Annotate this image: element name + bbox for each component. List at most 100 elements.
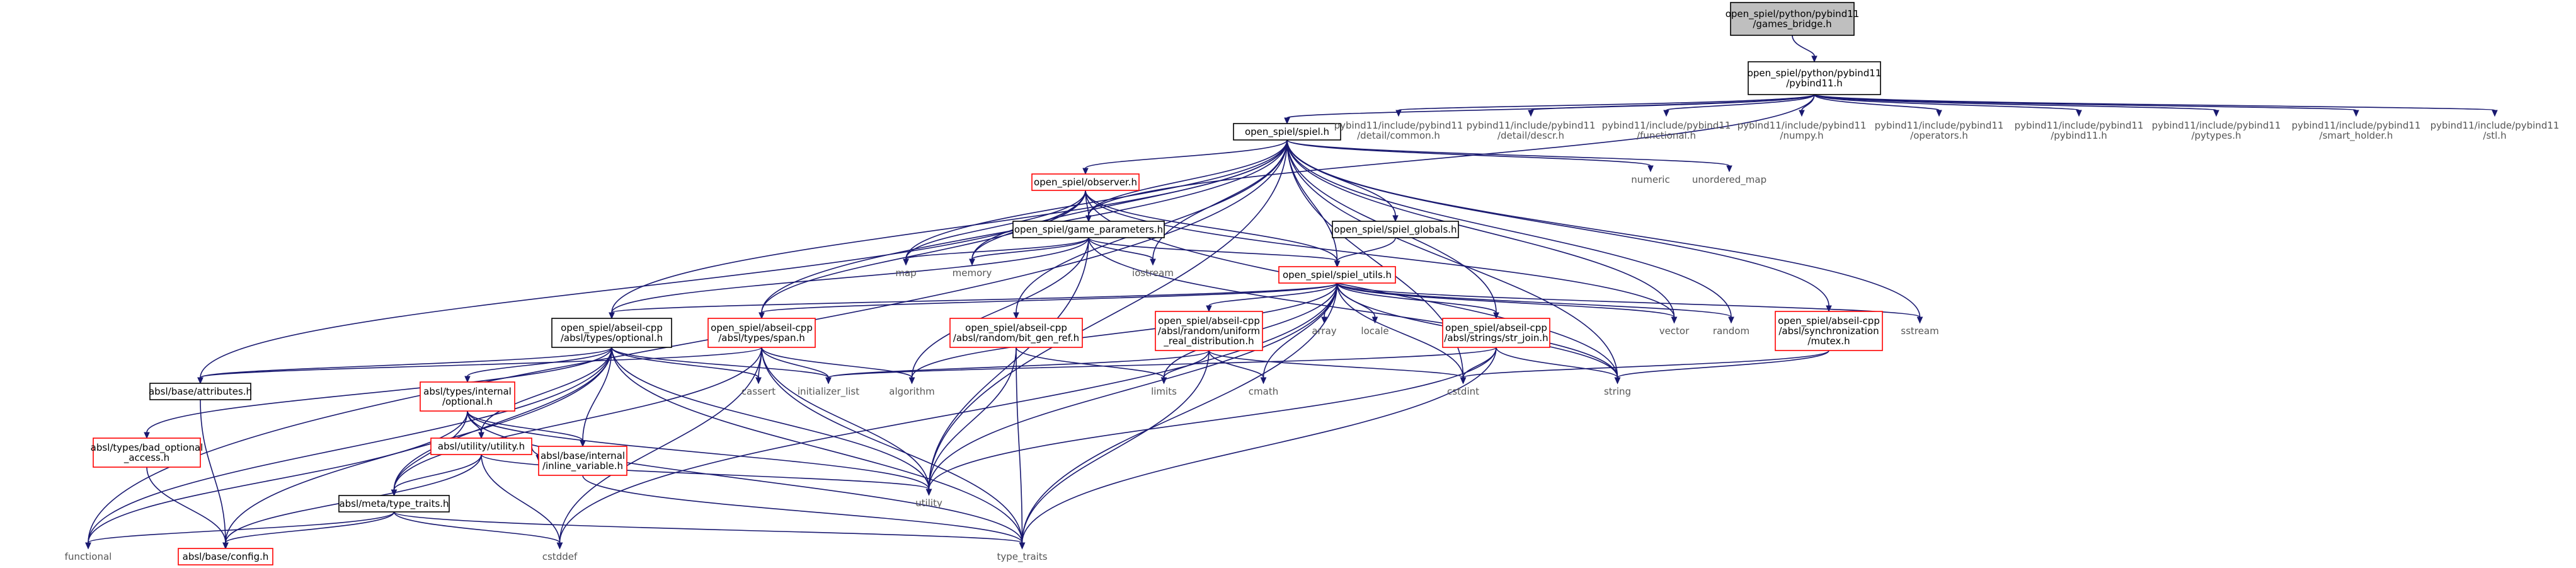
edge-arrowhead [1728, 316, 1734, 324]
edge-line [761, 347, 930, 490]
node-span_h[interactable]: open_spiel/abseil-cpp/absl/types/span.h [707, 318, 816, 348]
node-label-line: /absl/types/optional.h [561, 332, 663, 344]
node-memory: memory [953, 267, 992, 279]
node-label-line: string [1604, 386, 1631, 397]
edge-game_parameters-to-iostream [1088, 237, 1156, 266]
node-label-line: open_spiel/game_parameters.h [1014, 224, 1163, 236]
node-pb_smart: pybind11/include/pybind11/smart_holder.h [2292, 120, 2421, 142]
node-pb_operators: pybind11/include/pybind11/operators.h [1875, 120, 2004, 141]
edge-line [481, 347, 612, 433]
edge-line [467, 410, 1023, 543]
edge-spiel_h-to-cstdint [1286, 139, 1467, 385]
node-box [1442, 318, 1550, 348]
edge-arrowhead [1826, 305, 1832, 313]
node-label-line: open_spiel/abseil-cpp [711, 322, 813, 334]
edge-line [1336, 237, 1396, 262]
node-label-line: open_spiel/observer.h [1034, 177, 1137, 188]
node-cassert: cassert [741, 386, 776, 397]
node-label-line: pybind11/include/pybind11 [2015, 120, 2144, 131]
node-config_h[interactable]: absl/base/config.h [178, 548, 273, 565]
node-box [338, 495, 450, 513]
edge-arrowhead [908, 377, 915, 385]
node-algorithm: algorithm [889, 386, 934, 397]
node-label-line: array [1312, 325, 1336, 337]
node-mutex_h[interactable]: open_spiel/abseil-cpp/absl/synchronizati… [1775, 311, 1883, 351]
node-label-line: utility [915, 497, 942, 509]
node-pybind11_h[interactable]: open_spiel/python/pybind11/pybind11.h [1748, 61, 1882, 95]
node-label-line: pybind11/include/pybind11 [2292, 120, 2421, 131]
edge-line [1152, 139, 1288, 260]
node-games_bridge[interactable]: open_spiel/python/pybind11/games_bridge.… [1726, 2, 1860, 36]
node-array: array [1312, 325, 1336, 337]
node-optional_h[interactable]: open_spiel/abseil-cpp/absl/types/optiona… [551, 318, 672, 348]
edge-pybind11_h-to-pb_pybind11 [1814, 94, 2082, 117]
edge-pybind11_h-to-pb_descr [1528, 94, 1815, 117]
node-observer_h[interactable]: open_spiel/observer.h [1031, 173, 1140, 191]
edge-line [146, 467, 226, 543]
edge-line [911, 282, 1338, 378]
edge-game_parameters-to-spiel_utils [1088, 237, 1341, 268]
node-box [949, 318, 1083, 348]
edge-type_traits_h-to-functional [85, 511, 395, 550]
node-label-line: absl/types/internal [423, 386, 512, 397]
edge-line [611, 347, 1023, 543]
node-str_join[interactable]: open_spiel/abseil-cpp/absl/strings/str_j… [1442, 318, 1550, 348]
edge-line [1792, 35, 1815, 57]
node-label-line: cassert [741, 386, 776, 397]
node-box [93, 438, 201, 468]
node-utility_h[interactable]: absl/utility/utility.h [430, 438, 532, 455]
node-sstream: sstream [1901, 325, 1938, 337]
node-inline_variable[interactable]: absl/base/internal/inline_variable.h [538, 446, 627, 476]
node-attributes_h[interactable]: absl/base/attributes.h [149, 383, 252, 400]
edge-spiel_utils-to-uniform_real [1206, 282, 1338, 313]
edge-arrowhead [1395, 110, 1402, 117]
node-spiel_utils[interactable]: open_spiel/spiel_utils.h [1278, 266, 1396, 284]
node-label-line: pybind11/include/pybind11 [1467, 120, 1596, 131]
node-game_parameters[interactable]: open_spiel/game_parameters.h [1012, 221, 1165, 238]
node-uniform_real[interactable]: open_spiel/abseil-cpp/absl/random/unifor… [1155, 311, 1263, 351]
node-bit_gen_ref[interactable]: open_spiel/abseil-cpp/absl/random/bit_ge… [949, 318, 1083, 348]
edge-pybind11_h-to-pb_pytypes [1814, 94, 2219, 117]
node-bad_optional[interactable]: absl/types/bad_optional_access.h [91, 438, 203, 468]
node-label-line: absl/base/config.h [183, 551, 269, 562]
edge-line [1336, 282, 1732, 318]
edge-bit_gen_ref-to-type_traits [1016, 347, 1026, 550]
node-limits: limits [1151, 386, 1177, 397]
node-internal_optional[interactable]: absl/types/internal/optional.h [420, 381, 515, 412]
edge-pybind11_h-to-pb_common [1395, 94, 1815, 117]
edge-str_join-to-utility [925, 347, 1497, 496]
edge-arrowhead [1614, 377, 1621, 385]
node-label-line: type_traits [997, 551, 1047, 563]
node-label-line: memory [953, 267, 992, 279]
node-spiel_globals[interactable]: open_spiel/spiel_globals.h [1332, 221, 1459, 238]
edge-line [1021, 350, 1210, 543]
node-box [1012, 221, 1165, 238]
node-label-line: unordered_map [1692, 174, 1766, 186]
edge-line [761, 347, 913, 378]
edge-arrowhead [2353, 110, 2359, 117]
node-box [1748, 61, 1881, 95]
edge-line [531, 446, 539, 456]
edge-line [928, 347, 1497, 490]
edge-arrowhead [1019, 542, 1026, 550]
node-label-line: cstddef [542, 551, 578, 562]
node-label-line: _real_distribution.h [1163, 335, 1254, 347]
edge-line [928, 237, 1089, 490]
edge-line [1016, 347, 1023, 543]
edge-line [611, 347, 759, 378]
node-spiel_h[interactable]: open_spiel/spiel.h [1233, 123, 1341, 141]
edge-arrowhead [1493, 312, 1499, 320]
edge-span_h-to-utility [761, 347, 932, 496]
edge-line [1262, 282, 1338, 378]
node-label-line: /absl/types/span.h [718, 332, 805, 344]
edge-game_parameters-to-memory [969, 237, 1089, 266]
edge-arrowhead [1647, 165, 1654, 173]
edge-line [1666, 94, 1815, 111]
node-label-line: pybind11/include/pybind11 [1334, 120, 1463, 131]
edge-line [1462, 350, 1829, 378]
node-label-line: pybind11/include/pybind11 [1602, 120, 1731, 131]
node-label-line: absl/base/attributes.h [149, 386, 252, 397]
node-type_traits_h[interactable]: absl/meta/type_traits.h [338, 495, 450, 513]
edge-line [1286, 139, 1675, 318]
